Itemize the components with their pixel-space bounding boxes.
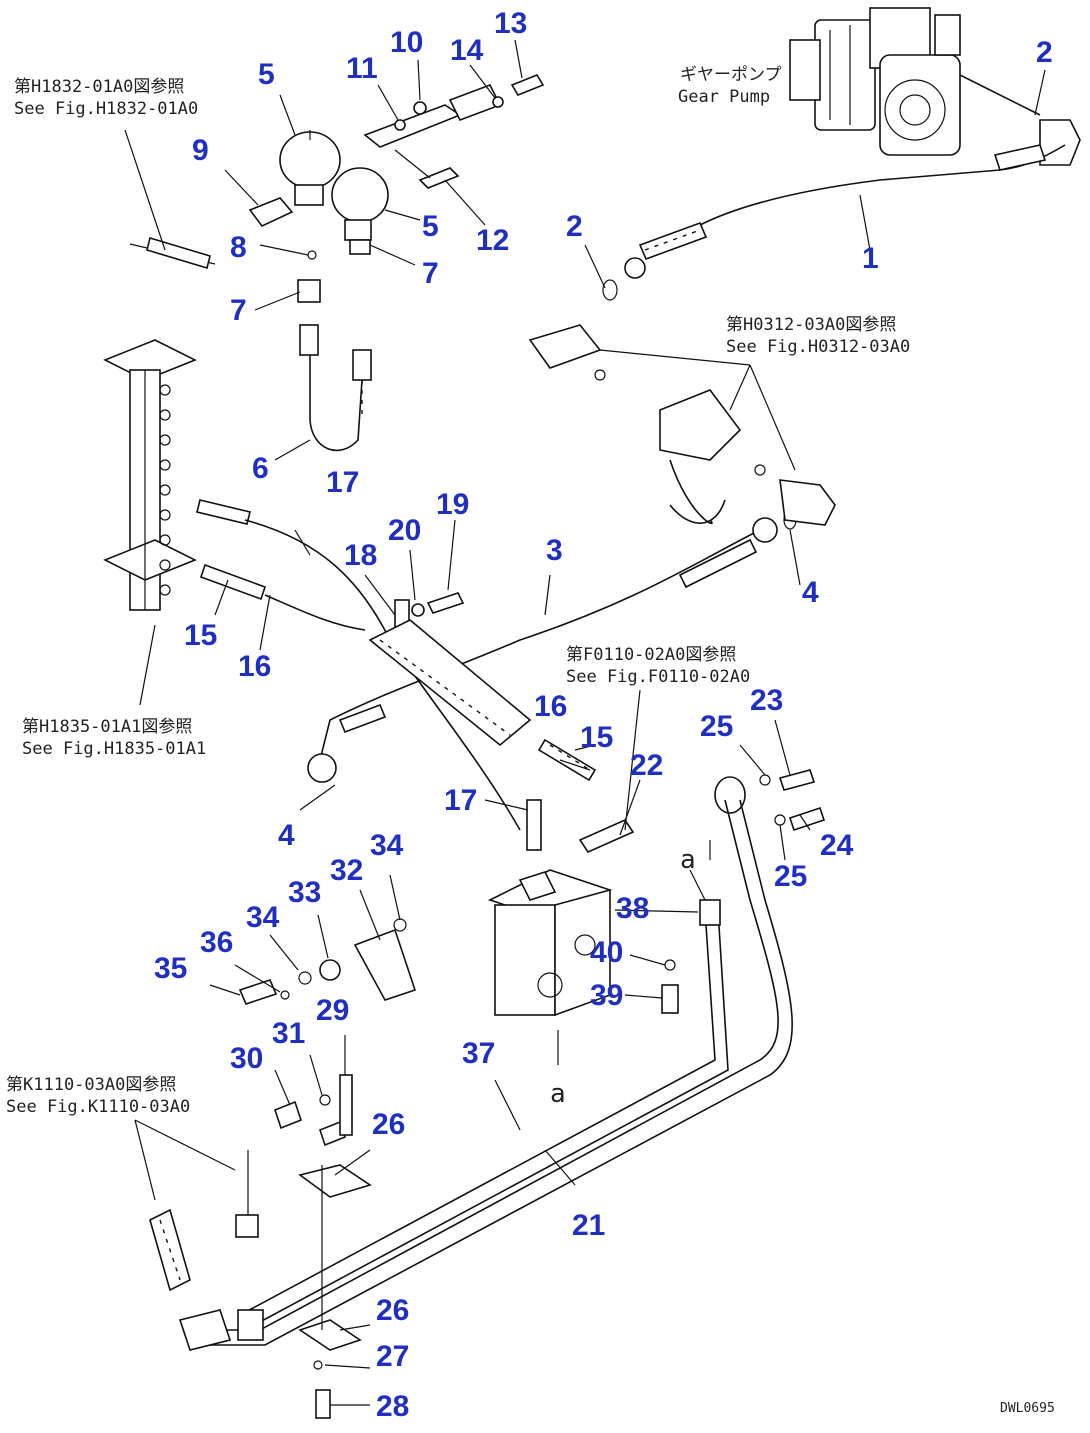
bracket-32-35 — [238, 918, 417, 1005]
ref-k1110-en: See Fig.K1110-03A0 — [6, 1097, 190, 1117]
callout-34: 34 — [370, 829, 404, 862]
callout-39: 39 — [590, 979, 623, 1012]
callout-31: 31 — [272, 1017, 305, 1050]
callout-28: 28 — [376, 1390, 409, 1423]
callout-35: 35 — [154, 952, 187, 985]
ref-h0312-en: See Fig.H0312-03A0 — [726, 337, 910, 357]
clamps-lower — [274, 1074, 372, 1419]
callout-7: 7 — [422, 257, 439, 290]
view-marker-a-top: a — [680, 845, 696, 875]
callout-15: 15 — [580, 721, 613, 754]
sleeve-hatched — [368, 619, 532, 747]
left-manifold — [103, 339, 197, 611]
tube-21 — [190, 799, 793, 1346]
bolts-38-40 — [661, 959, 679, 1014]
drawing-code: DWL0695 — [1000, 1401, 1055, 1416]
ref-f0110-jp: 第F0110-02A0図参照 — [566, 645, 736, 665]
callout-21: 21 — [572, 1209, 605, 1242]
callout-16: 16 — [534, 690, 567, 723]
ref-f0110-en: See Fig.F0110-02A0 — [566, 667, 750, 687]
callout-1: 1 — [862, 242, 879, 275]
control-valve — [487, 869, 613, 1017]
callout-25: 25 — [774, 860, 807, 893]
ref-h1835-jp: 第H1835-01A1図参照 — [22, 717, 192, 737]
callout-15: 15 — [184, 619, 217, 652]
callout-33: 33 — [288, 876, 321, 909]
fittings-23-25 — [714, 769, 826, 832]
hose-15-16 — [199, 563, 366, 631]
elbow-left — [149, 1150, 264, 1351]
callout-8: 8 — [230, 231, 247, 264]
callout-19: 19 — [436, 488, 469, 521]
accumulator-lower — [331, 167, 389, 241]
ref-h1832-en: See Fig.H1832-01A0 — [14, 99, 198, 119]
callout-32: 32 — [330, 854, 363, 887]
fittings-7-8 — [129, 236, 371, 303]
hose-6 — [299, 324, 372, 452]
callout-7: 7 — [230, 294, 247, 327]
callout-10: 10 — [390, 26, 423, 59]
view-markers: a a — [550, 845, 696, 1109]
filter-assembly — [528, 324, 836, 526]
callout-9: 9 — [192, 134, 209, 167]
bolts-10-14 — [394, 74, 545, 131]
leader-lines — [124, 39, 1046, 1406]
elbow-9 — [248, 197, 294, 227]
callout-numbers: 1 2 2 3 4 4 5 5 6 7 7 8 9 10 11 12 13 14… — [154, 7, 1053, 1423]
ref-h1832-jp: 第H1832-01A0図参照 — [14, 77, 184, 97]
callout-6: 6 — [252, 452, 269, 485]
callout-24: 24 — [820, 829, 854, 862]
callout-26: 26 — [372, 1108, 405, 1141]
gear-pump-label-en: Gear Pump — [678, 87, 770, 107]
callout-36: 36 — [200, 926, 233, 959]
callout-5: 5 — [422, 210, 439, 243]
bracket-12 — [363, 83, 502, 189]
callout-5: 5 — [258, 58, 275, 91]
callout-27: 27 — [376, 1340, 409, 1373]
gear-pump-label-jp: ギヤーポンプ — [680, 65, 782, 85]
callout-4: 4 — [278, 819, 295, 852]
callout-18: 18 — [344, 539, 377, 572]
view-marker-a-bottom: a — [550, 1079, 566, 1109]
callout-29: 29 — [316, 994, 349, 1027]
ref-h1835-en: See Fig.H1835-01A1 — [22, 739, 206, 759]
accumulator-upper — [279, 130, 341, 206]
callout-23: 23 — [750, 684, 783, 717]
hose-3 — [307, 510, 797, 783]
callout-4: 4 — [802, 576, 819, 609]
reference-notes: ギヤーポンプ Gear Pump 第H1832-01A0図参照 See Fig.… — [6, 65, 910, 1117]
callout-22: 22 — [630, 749, 663, 782]
callout-2: 2 — [1036, 36, 1053, 69]
callout-25: 25 — [700, 710, 733, 743]
fittings-15-16-22 — [526, 738, 635, 854]
callout-17: 17 — [326, 466, 359, 499]
callout-40: 40 — [590, 936, 623, 969]
ref-h0312-jp: 第H0312-03A0図参照 — [726, 315, 896, 335]
callout-11: 11 — [346, 52, 378, 85]
callout-17: 17 — [444, 784, 477, 817]
callout-12: 12 — [476, 224, 509, 257]
hose-1 — [602, 144, 1066, 301]
callout-2: 2 — [566, 210, 583, 243]
callout-37: 37 — [462, 1037, 495, 1070]
tube-37 — [239, 899, 729, 1331]
callout-20: 20 — [388, 514, 421, 547]
gear-pump — [789, 7, 1081, 166]
callout-38: 38 — [616, 892, 649, 925]
callout-26: 26 — [376, 1294, 409, 1327]
callout-13: 13 — [494, 7, 527, 40]
callout-34: 34 — [246, 901, 280, 934]
callout-3: 3 — [546, 534, 563, 567]
callout-14: 14 — [450, 34, 484, 67]
callout-16: 16 — [238, 650, 271, 683]
ref-k1110-jp: 第K1110-03A0図参照 — [6, 1075, 176, 1095]
callout-30: 30 — [230, 1042, 263, 1075]
